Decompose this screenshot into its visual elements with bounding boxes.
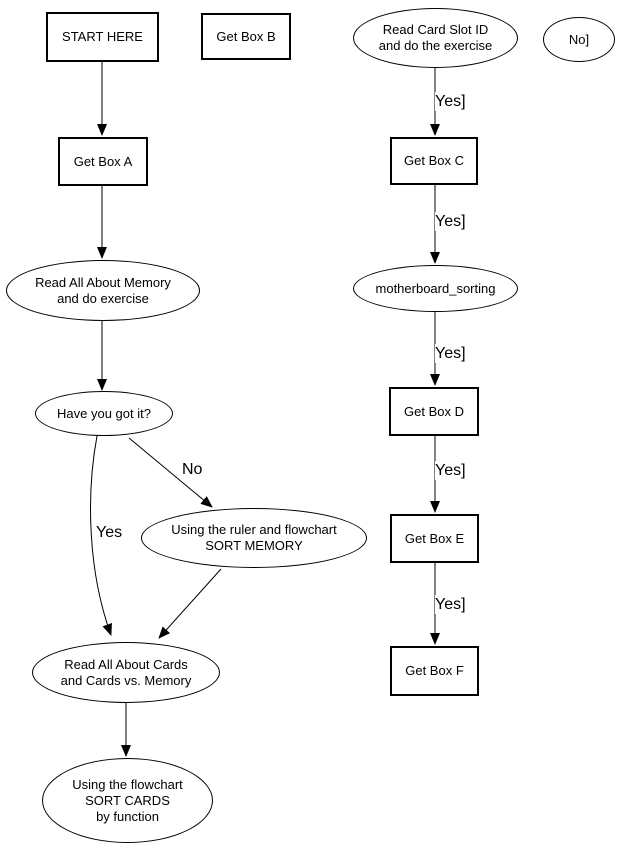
node-motherboard-sorting: motherboard_sorting <box>353 265 518 312</box>
edge-gotit-to-readcards <box>90 435 112 636</box>
edge-gotit-to-sortmemory <box>128 437 213 508</box>
node-sort-cards: Using the flowchart SORT CARDS by functi… <box>42 758 213 843</box>
node-get-box-f: Get Box F <box>390 646 479 696</box>
node-read-card-slot: Read Card Slot ID and do the exercise <box>353 8 518 68</box>
edge-label-yes: Yes <box>96 523 123 542</box>
node-sort-memory: Using the ruler and flowchart SORT MEMOR… <box>141 508 367 568</box>
node-get-box-a: Get Box A <box>58 137 148 186</box>
node-have-you-got-it: Have you got it? <box>35 391 173 436</box>
edge-label-yes-1: Yes] <box>435 92 466 111</box>
node-start-here: START HERE <box>46 12 159 62</box>
edge-label-no: No <box>182 460 203 479</box>
node-read-cards: Read All About Cards and Cards vs. Memor… <box>32 642 220 703</box>
edge-label-yes-3: Yes] <box>435 344 466 363</box>
node-get-box-b: Get Box B <box>201 13 291 60</box>
edge-label-yes-5: Yes] <box>435 595 466 614</box>
node-get-box-d: Get Box D <box>389 387 479 436</box>
node-get-box-e: Get Box E <box>390 514 479 563</box>
edge-label-yes-2: Yes] <box>435 212 466 231</box>
node-get-box-c: Get Box C <box>390 137 478 185</box>
edge-label-yes-4: Yes] <box>435 461 466 480</box>
edge-sortmemory-to-readcards <box>158 568 222 639</box>
node-no: No] <box>543 17 615 62</box>
node-read-memory: Read All About Memory and do exercise <box>6 260 200 321</box>
